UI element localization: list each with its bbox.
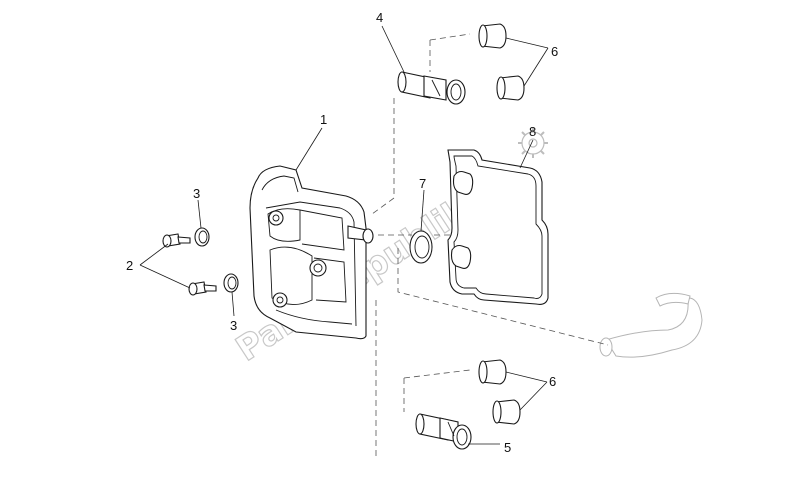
- callout-4: 4: [376, 10, 383, 25]
- cap-3: [478, 359, 507, 385]
- assembly-lines: [371, 33, 609, 460]
- breather-hose-ghost: [599, 292, 703, 358]
- callout-3-upper: 3: [193, 186, 200, 201]
- cap-4: [492, 399, 521, 425]
- callout-6-lower: 6: [549, 374, 556, 389]
- plug-lower: [415, 413, 472, 450]
- valve-cover: [249, 165, 374, 340]
- callout-2: 2: [126, 258, 133, 273]
- screw-lower: [188, 281, 217, 296]
- callout-7: 7: [419, 176, 426, 191]
- callout-3-lower: 3: [230, 318, 237, 333]
- o-ring: [409, 230, 433, 264]
- plug-upper: [397, 71, 466, 105]
- watermark-gear-icon: [518, 128, 548, 158]
- callout-6-upper: 6: [551, 44, 558, 59]
- cap-1: [478, 23, 507, 49]
- screw-upper: [162, 233, 191, 248]
- callout-5: 5: [504, 440, 511, 455]
- callout-1: 1: [320, 112, 327, 127]
- gasket: [447, 149, 549, 305]
- washer-upper: [194, 227, 210, 247]
- washer-lower: [223, 273, 239, 293]
- callout-8: 8: [529, 124, 536, 139]
- leader-lines: [139, 25, 549, 445]
- cap-2: [496, 75, 525, 101]
